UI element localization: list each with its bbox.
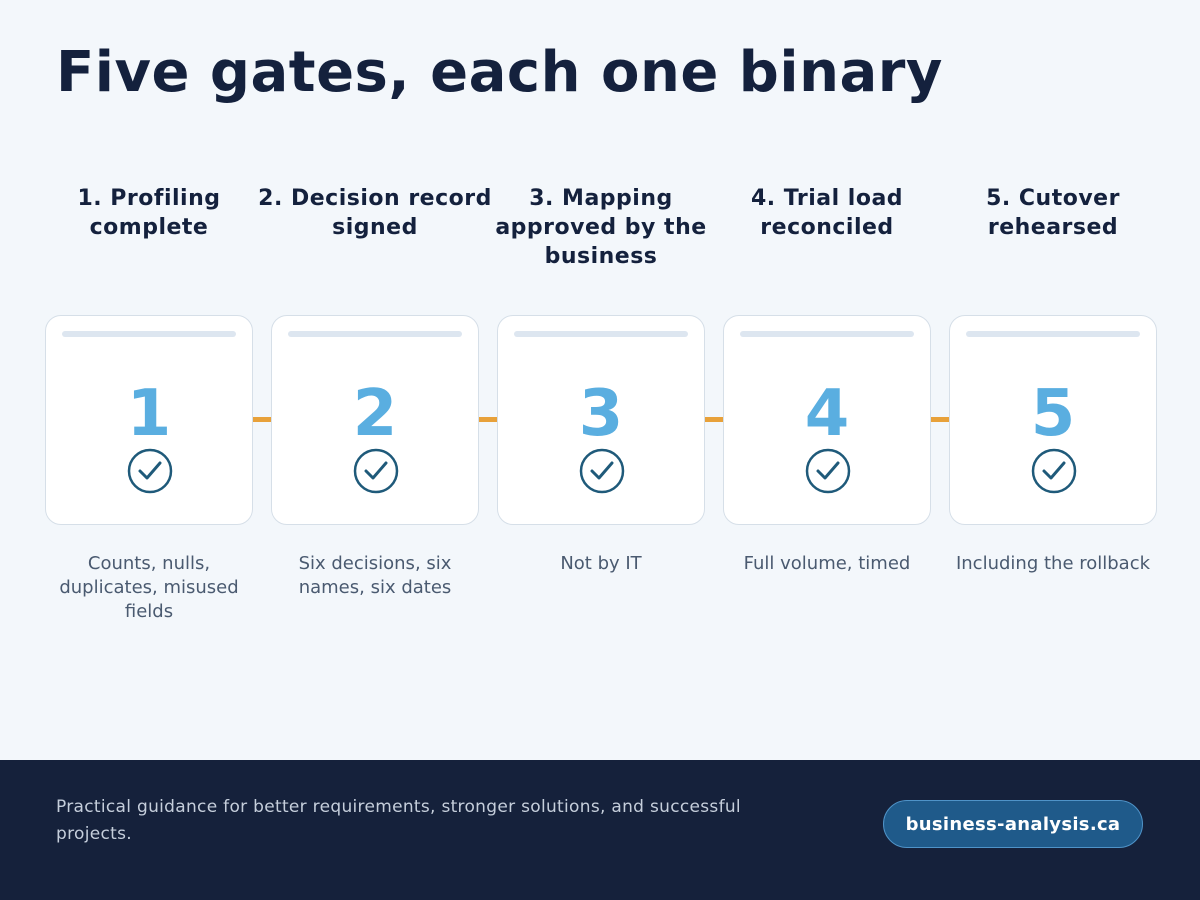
gate-description: Full volume, timed [743, 553, 911, 574]
connector-line [705, 417, 723, 422]
check-circle-icon [127, 448, 173, 494]
gate-description: Counts, nulls, duplicates, misused field… [59, 553, 239, 622]
connector-line [253, 417, 271, 422]
card-top-bar [514, 331, 688, 337]
gate-description: Not by IT [560, 553, 642, 574]
check-circle-icon [805, 448, 851, 494]
footer-tagline: Practical guidance for better requiremen… [56, 797, 741, 844]
check-circle-icon [1031, 448, 1077, 494]
site-link-button[interactable]: business-analysis.ca [883, 800, 1143, 848]
connector-line [479, 417, 497, 422]
gate-title: 5. Cutover rehearsed [986, 186, 1120, 240]
gate-number: 5 [1030, 377, 1076, 451]
gate-card: 3 [497, 315, 705, 525]
page-title: Five gates, each one binary [56, 40, 943, 105]
gate-number: 3 [578, 377, 624, 451]
gate-title: 3. Mapping approved by the business [495, 186, 707, 269]
card-top-bar [288, 331, 462, 337]
card-top-bar [740, 331, 914, 337]
check-circle-icon [579, 448, 625, 494]
card-top-bar [966, 331, 1140, 337]
footer: Practical guidance for better requiremen… [0, 760, 1200, 900]
gate-number: 1 [126, 377, 172, 451]
card-top-bar [62, 331, 236, 337]
gate-card: 4 [723, 315, 931, 525]
gate-description: Six decisions, six names, six dates [298, 553, 452, 598]
gate-title: 1. Profiling complete [77, 186, 221, 240]
gate-card: 1 [45, 315, 253, 525]
gate-number: 2 [352, 377, 398, 451]
gate-description: Including the rollback [955, 553, 1151, 574]
gate-title: 2. Decision record signed [258, 186, 492, 240]
gate-card: 2 [271, 315, 479, 525]
check-circle-icon [353, 448, 399, 494]
gate-title: 4. Trial load reconciled [750, 186, 904, 240]
connector-line [931, 417, 949, 422]
gate-card: 5 [949, 315, 1157, 525]
gate-number: 4 [804, 377, 850, 451]
